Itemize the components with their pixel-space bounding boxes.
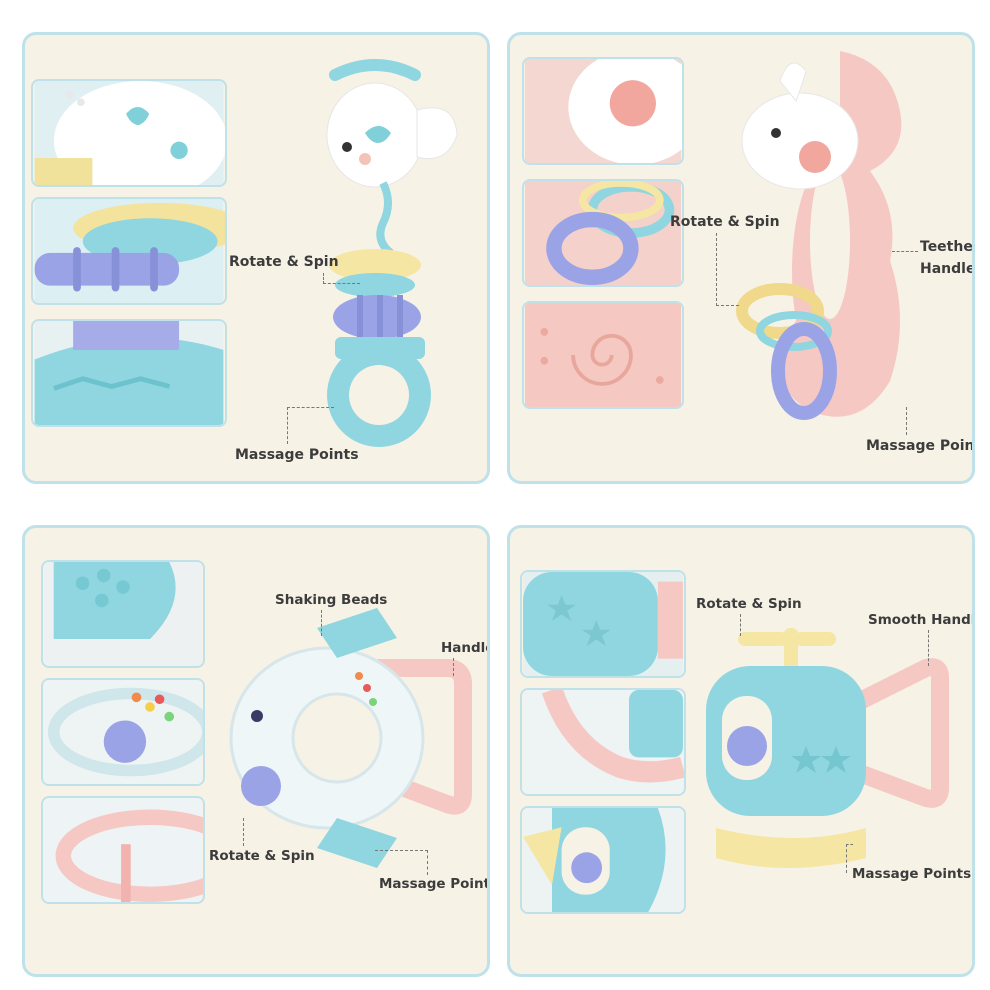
leader-line [323, 273, 360, 284]
label-handle: Handle [920, 261, 975, 277]
detail-thumb-heli-stars [520, 570, 686, 678]
detail-thumb-heli-ball [520, 806, 686, 914]
detail-thumb-massage-ring [31, 319, 227, 427]
detail-thumb-plane-wing [41, 560, 205, 668]
label-handle: Handle [441, 640, 490, 656]
leader-line [740, 614, 741, 636]
label-teether: Teether [920, 239, 975, 255]
detail-thumb-spin-rings [31, 197, 227, 305]
detail-thumb-seahorse-head [522, 57, 684, 165]
label-rotate-spin: Rotate & Spin [696, 596, 802, 612]
leader-line [243, 818, 244, 846]
star-icon [821, 746, 851, 773]
product-panel-airplane-rattle: Shaking Beads Handle Rotate & Spin Massa… [22, 525, 490, 977]
star-icon [791, 746, 821, 773]
star-icon [581, 620, 611, 647]
seahorse-teether-icon [736, 51, 902, 420]
detail-thumb-seahorse-tail [522, 301, 684, 409]
label-rotate-spin: Rotate & Spin [229, 254, 339, 270]
label-rotate-spin: Rotate & Spin [209, 848, 315, 864]
detail-thumb-fish-head [31, 79, 227, 187]
product-panel-helicopter-rattle: Rotate & Spin Smooth Handle Massage Poin… [507, 525, 975, 977]
leader-line [928, 630, 929, 666]
label-rotate-spin: Rotate & Spin [670, 214, 780, 230]
detail-thumb-seahorse-rings [522, 179, 684, 287]
product-panel-fish-rattle: Rotate & Spin Massage Points [22, 32, 490, 484]
leader-line [375, 850, 428, 875]
label-massage-points: Massage Points [852, 866, 972, 882]
detail-thumb-heli-handle [520, 688, 686, 796]
leader-line [321, 610, 322, 636]
label-massage-points: Massage Points [379, 876, 490, 892]
airplane-rattle-icon [229, 608, 472, 868]
leader-line [892, 251, 918, 252]
leader-line [453, 658, 454, 676]
helicopter-rattle-icon [706, 628, 949, 868]
label-massage-points: Massage Points [866, 438, 975, 454]
leader-line [846, 844, 853, 873]
leader-line [716, 233, 739, 306]
label-massage-points: Massage Points [235, 447, 359, 463]
leader-line [287, 407, 334, 444]
detail-thumb-plane-handle [41, 796, 205, 904]
label-shaking-beads: Shaking Beads [275, 592, 388, 608]
fish-rattle-icon [326, 59, 458, 447]
label-smooth-handle: Smooth Handle [868, 612, 975, 628]
detail-thumb-plane-beads [41, 678, 205, 786]
leader-line [906, 407, 907, 435]
star-icon [547, 595, 577, 622]
product-panel-seahorse-teether: Rotate & Spin Teether Handle Massage Poi… [507, 32, 975, 484]
